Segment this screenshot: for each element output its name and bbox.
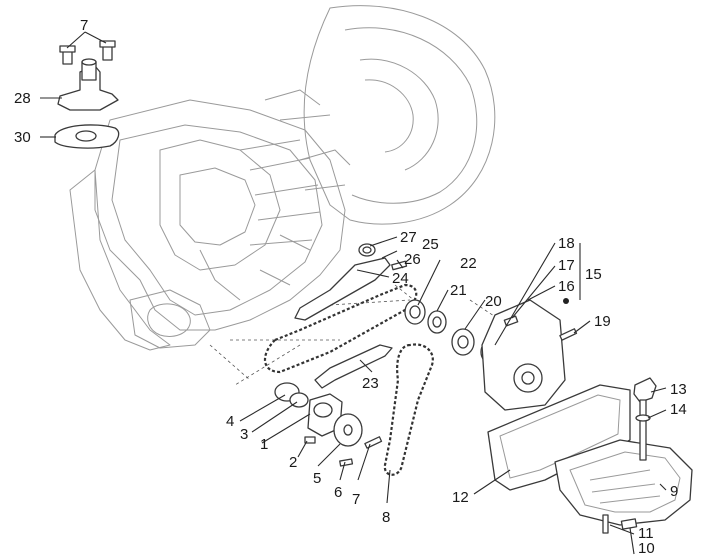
part-callouts: 7 28 30 27 25 26 22 24 21 20 18 17 15 16… xyxy=(14,17,687,555)
callout-20: 20 xyxy=(485,293,502,310)
callout-11: 11 xyxy=(638,525,654,542)
callout-27: 27 xyxy=(400,229,417,246)
callout-21: 21 xyxy=(450,282,467,299)
callout-12: 12 xyxy=(452,489,469,506)
callout-10: 10 xyxy=(638,540,655,555)
callout-5: 5 xyxy=(313,470,321,487)
callout-2: 2 xyxy=(289,454,297,471)
oil-pump-cover xyxy=(481,298,578,411)
callout-18: 18 xyxy=(558,235,575,252)
callout-19: 19 xyxy=(594,313,611,330)
crankcase-housing xyxy=(69,5,496,351)
callout-14: 14 xyxy=(670,401,687,418)
callout-28: 28 xyxy=(14,90,31,107)
callout-22: 22 xyxy=(460,255,477,272)
oil-pump-group xyxy=(274,382,383,467)
shaft-components xyxy=(358,243,500,364)
callout-26: 26 xyxy=(404,251,421,268)
callout-23: 23 xyxy=(362,375,379,392)
callout-15: 15 xyxy=(585,266,602,283)
callout-3: 3 xyxy=(240,426,248,443)
callout-25: 25 xyxy=(422,236,439,253)
tensioner-assembly xyxy=(54,40,120,149)
callout-30: 30 xyxy=(14,129,31,146)
gasket-and-sump xyxy=(487,377,693,534)
leader-lines xyxy=(40,31,667,555)
callout-7-top: 7 xyxy=(80,17,88,34)
callout-9: 9 xyxy=(670,483,678,500)
callout-17: 17 xyxy=(558,257,575,274)
callout-16: 16 xyxy=(558,278,575,295)
callout-6: 6 xyxy=(334,484,342,501)
callout-13: 13 xyxy=(670,381,687,398)
callout-24: 24 xyxy=(392,270,409,287)
callout-8: 8 xyxy=(382,509,390,526)
callout-7-bottom: 7 xyxy=(352,491,360,508)
callout-4: 4 xyxy=(226,413,234,430)
callout-1: 1 xyxy=(260,436,268,453)
